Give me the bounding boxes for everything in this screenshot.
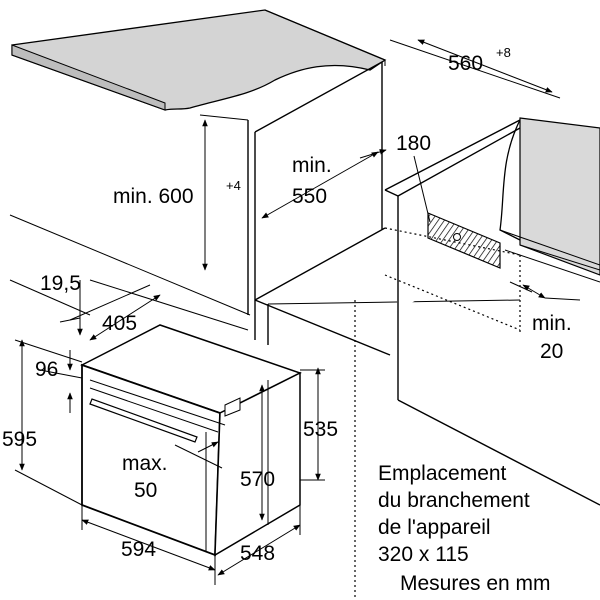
dim-niche-height-tol: +4 (226, 178, 241, 193)
worktop (11, 9, 387, 111)
dim-inner-height: 570 (240, 468, 275, 491)
dim-front-offset: 19,5 (40, 272, 81, 295)
note-units: Mesures en mm (400, 572, 551, 595)
dimension-labels: 560 +8 min. 600 +4 min. 550 180 min. 20 … (2, 45, 572, 565)
dim-niche-height: min. 600 (113, 185, 194, 208)
dim-total-depth: 548 (240, 542, 275, 565)
oven (80, 324, 302, 557)
connection-box (427, 212, 501, 269)
notes: Emplacement du branchement de l'appareil… (378, 462, 551, 595)
note-line-1: Emplacement (378, 462, 507, 485)
floor-lines (9, 214, 251, 331)
dimension-lines (14, 39, 581, 585)
dim-vent-min-line1: min. (532, 312, 572, 335)
dim-total-height: 595 (2, 428, 37, 451)
dim-body-height: 535 (303, 418, 338, 441)
side-wall (354, 117, 600, 600)
note-line-4: 320 x 115 (378, 543, 469, 566)
dim-door-gap-line1: max. (122, 452, 168, 475)
dim-connection-offset: 180 (396, 132, 431, 155)
note-line-3: de l'appareil (378, 516, 491, 539)
niche-cabinet (199, 61, 521, 356)
dim-panel-depth: 405 (102, 312, 137, 335)
dim-niche-width-tol: +8 (496, 45, 511, 60)
dim-depth-min-line1: min. (292, 154, 332, 177)
dim-niche-width: 560 (448, 52, 483, 75)
dim-total-width: 594 (121, 538, 156, 561)
dim-door-offset: 96 (35, 358, 58, 381)
dim-vent-min-line2: 20 (540, 340, 563, 363)
dim-door-gap-line2: 50 (134, 479, 157, 502)
dim-depth-min-line2: 550 (292, 185, 327, 208)
note-line-2: du branchement (378, 489, 530, 512)
